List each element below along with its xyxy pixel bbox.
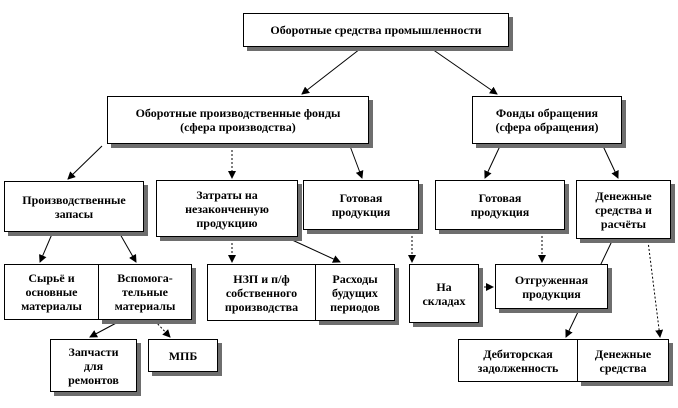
edge-circulation-cash	[602, 145, 619, 179]
node-finished-goods-circulation-label: Готовая продукция	[470, 191, 530, 219]
node-shipped-goods-label: Отгруженная продукция	[514, 272, 589, 301]
node-auxiliary-materials-label: Вспомога- тельные материалы	[114, 271, 176, 313]
node-root: Оборотные средства промышленности	[243, 13, 509, 47]
node-cash: Денежные средства	[577, 339, 669, 382]
node-spare-parts-label: Запчасти для ремонтов	[68, 344, 119, 387]
edge-aux-spareparts	[89, 320, 121, 338]
node-spare-parts: Запчасти для ремонтов	[50, 339, 137, 392]
edge-root-production	[301, 48, 361, 95]
node-production-funds: Оборотные производственные фонды (сфера …	[107, 96, 369, 144]
edge-inventories-raw	[39, 233, 53, 263]
node-receivables: Дебиторская задолженность	[458, 339, 578, 382]
edge-inventories-aux	[119, 233, 137, 263]
node-in-warehouses-label: На складах	[422, 279, 466, 308]
node-raw-materials-label: Сырьё и основные материалы	[21, 271, 82, 313]
node-inventories-label: Производственные запасы	[22, 192, 126, 221]
edge-cash-cash	[647, 240, 664, 338]
node-raw-materials: Сырьё и основные материалы	[4, 264, 99, 320]
node-finished-goods-production-label: Готовая продукция	[331, 191, 391, 219]
node-wip-own-label: НЗП и п/ф собственного производства	[224, 271, 299, 314]
edge-circulation-finished	[484, 145, 501, 179]
edge-wip-deferred	[289, 238, 341, 263]
node-cash-label: Денежные средства	[594, 346, 652, 375]
node-mpb-label: МПБ	[168, 348, 198, 363]
node-wip-costs: Затраты на незаконченную продукцию	[156, 180, 298, 237]
node-production-funds-label: Оборотные производственные фонды (сфера …	[135, 106, 341, 134]
node-inventories: Производственные запасы	[4, 181, 144, 232]
node-cash-and-settlements: Денежные средства и расчёты	[576, 180, 671, 239]
node-in-warehouses: На складах	[409, 264, 479, 323]
node-finished-goods-production: Готовая продукция	[303, 180, 419, 230]
edge-production-finished	[349, 145, 364, 179]
node-shipped-goods: Отгруженная продукция	[495, 264, 608, 309]
node-finished-goods-circulation: Готовая продукция	[435, 180, 565, 230]
edge-production-inventories	[67, 145, 103, 180]
node-circulation-funds-label: Фонды обращения (сфера обращения)	[495, 106, 599, 134]
edge-root-circulation	[431, 48, 498, 95]
node-auxiliary-materials: Вспомога- тельные материалы	[98, 264, 192, 320]
node-mpb: МПБ	[148, 339, 218, 372]
node-circulation-funds: Фонды обращения (сфера обращения)	[472, 96, 622, 144]
node-deferred-expenses-label: Расходы будущих периодов	[330, 271, 380, 314]
node-receivables-label: Дебиторская задолженность	[477, 346, 559, 375]
edge-aux-mpb	[154, 320, 171, 338]
node-cash-and-settlements-label: Денежные средства и расчёты	[595, 188, 652, 231]
node-deferred-expenses: Расходы будущих периодов	[315, 264, 395, 321]
node-root-label: Оборотные средства промышленности	[270, 23, 482, 37]
node-wip-own: НЗП и п/ф собственного производства	[207, 264, 316, 321]
node-wip-costs-label: Затраты на незаконченную продукцию	[185, 187, 269, 230]
